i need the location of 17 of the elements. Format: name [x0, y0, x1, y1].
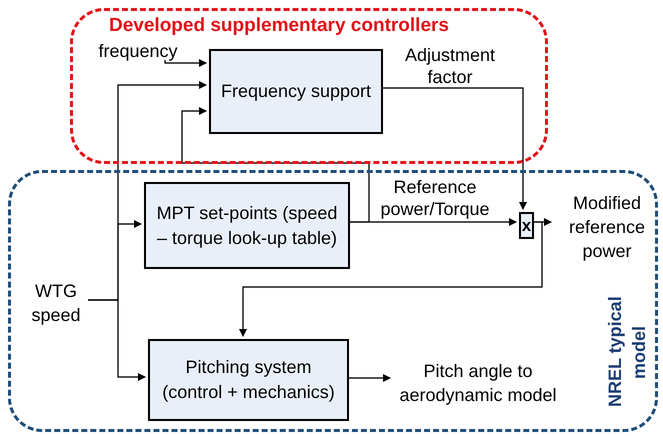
dashed-group-border — [70, 8, 548, 164]
dashed-group-border — [8, 170, 658, 432]
arrow — [88, 299, 146, 381]
process-box: Pitching system (control + mechanics) — [148, 339, 349, 421]
arrow — [239, 221, 543, 337]
signal-label: WTG speed — [21, 275, 91, 331]
edge-label: Adjustment factor — [404, 44, 496, 88]
process-box: MPT set-points (speed – torque look-up table) — [144, 182, 350, 269]
signal-label: Modified reference power — [554, 191, 660, 263]
arrow — [164, 59, 207, 67]
multiplier-box: x — [519, 212, 534, 239]
group-title: NREL typical model — [604, 296, 650, 410]
signal-label: Pitch angle to aerodynamic model — [393, 356, 563, 410]
edge-label: Reference power/Torque — [379, 176, 491, 220]
signal-label: frequency — [83, 39, 193, 63]
group-title: Developed supplementary controllers — [109, 14, 449, 38]
process-box: Frequency support — [209, 49, 383, 134]
